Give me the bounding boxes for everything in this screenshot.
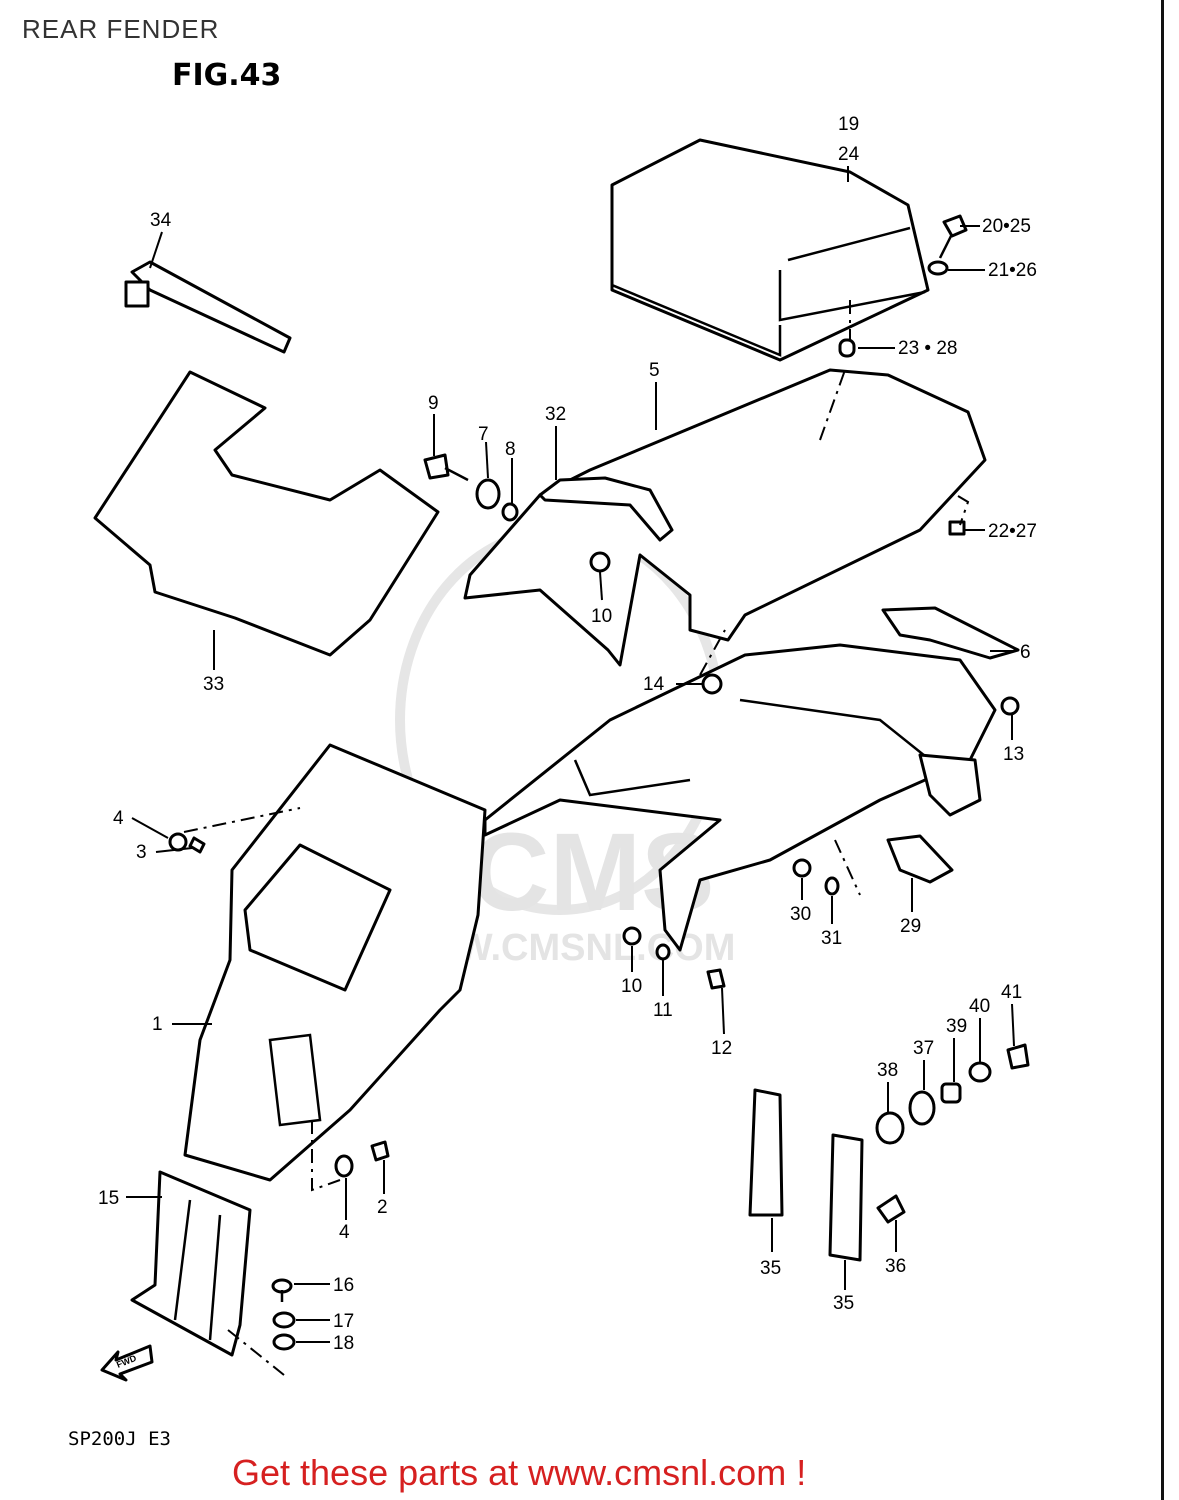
callout-label: 15	[98, 1188, 119, 1209]
callout-label: 23 • 28	[898, 338, 957, 359]
callout-label: 10	[591, 606, 612, 627]
callout-label: 1	[152, 1014, 163, 1035]
callout-label: 24	[838, 144, 860, 165]
callout-label: 19	[838, 114, 859, 135]
callout-label: 20•25	[982, 216, 1031, 237]
rear-fender-top	[463, 368, 987, 667]
callout-label: 33	[203, 674, 224, 695]
callout-label: 41	[1001, 982, 1022, 1003]
callout-label: 32	[545, 404, 566, 425]
seat	[610, 138, 930, 362]
callout-label: 38	[877, 1060, 898, 1081]
callout-label: 10	[621, 976, 642, 997]
callout-label: 3	[136, 842, 147, 863]
leader-lines	[126, 166, 1015, 1376]
callout-label: 9	[428, 393, 439, 414]
inner-fender	[183, 743, 487, 1182]
callout-label: 40	[969, 996, 990, 1017]
callout-label: 12	[711, 1038, 732, 1059]
callout-label: 36	[885, 1256, 906, 1277]
model-code: SP200J E3	[68, 1428, 171, 1450]
heat-shield	[93, 370, 440, 657]
callout-label: 29	[900, 916, 921, 937]
callout-label: 18	[333, 1333, 354, 1354]
callout-label: 39	[946, 1016, 967, 1037]
callout-label: 7	[478, 424, 489, 445]
figure-number: FIG.43	[172, 58, 282, 93]
callout-label: 35	[833, 1293, 854, 1314]
callout-label: 11	[653, 1000, 673, 1021]
callout-label: 35	[760, 1258, 781, 1279]
mud-flap	[130, 1170, 252, 1357]
callout-label: 14	[643, 674, 665, 695]
callout-label: 8	[505, 439, 516, 460]
bracket	[881, 606, 1020, 660]
callout-label: 22•27	[988, 521, 1037, 542]
callout-label: 37	[913, 1038, 934, 1059]
callout-label: 2	[377, 1197, 388, 1218]
callout-label: 13	[1003, 744, 1024, 765]
callout-label: 4	[113, 808, 124, 829]
cta-link[interactable]: Get these parts at www.cmsnl.com !	[232, 1452, 807, 1493]
callout-label: 6	[1020, 642, 1031, 663]
diagram-title: REAR FENDER	[22, 14, 220, 44]
fwd-arrow-icon: FWD	[100, 1344, 154, 1382]
reflector-bracket-a	[748, 1088, 784, 1217]
callout-label: 4	[339, 1222, 350, 1243]
seat-strap	[124, 260, 292, 354]
rear-frame	[483, 643, 997, 952]
callout-label: 34	[150, 210, 172, 231]
callout-label: 17	[333, 1311, 354, 1332]
callout-label: 21•26	[988, 260, 1037, 281]
callout-label: 31	[821, 928, 842, 949]
reflector-bracket-b	[828, 1133, 864, 1262]
callout-label: 5	[649, 360, 660, 381]
callout-label: 16	[333, 1275, 354, 1296]
right-border	[1161, 0, 1164, 1500]
callout-label: 30	[790, 904, 811, 925]
